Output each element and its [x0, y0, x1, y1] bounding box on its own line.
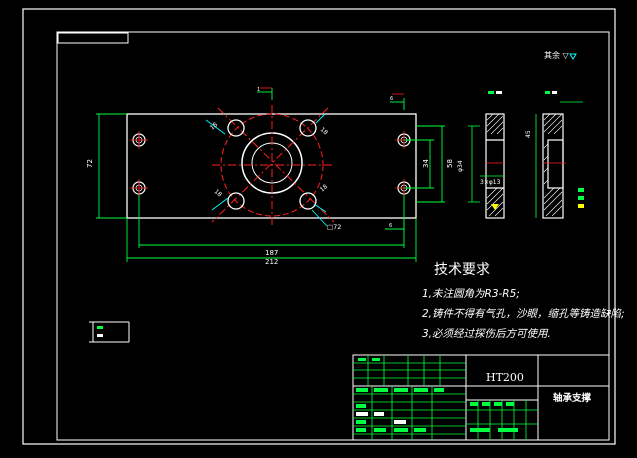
- title-block-labels: [356, 358, 518, 432]
- svg-text:18: 18: [213, 188, 223, 198]
- dimension-lines: [96, 88, 445, 262]
- bolt-hole-tr: [299, 119, 317, 137]
- requirement-3: 3,必须经过探伤后方可使用.: [422, 328, 551, 340]
- section-a-roughness: [491, 204, 499, 210]
- requirement-1: 1,未注圆角为R3-R5;: [422, 288, 520, 300]
- center-line-diag2: [211, 107, 329, 223]
- dim-hole-spacing: 187: [265, 249, 278, 257]
- svg-text:6: 6: [390, 96, 393, 102]
- svg-text:6: 6: [389, 223, 392, 229]
- material-label: HT200: [486, 371, 524, 384]
- requirements-title: 技术要求: [434, 262, 490, 278]
- svg-text:18: 18: [209, 121, 219, 131]
- svg-text:18: 18: [319, 183, 329, 193]
- dim-section-width: φ34: [457, 160, 464, 172]
- svg-text:18: 18: [319, 126, 329, 136]
- dim-inner-height: 58: [446, 159, 454, 168]
- bolt-hole-tl: [227, 119, 245, 137]
- plate-view: 18 18 18 18: [126, 105, 417, 227]
- dim-center-spacing: 34: [422, 159, 430, 168]
- dim-height: 72: [86, 159, 94, 168]
- dim-hole-callout: □72: [327, 223, 341, 231]
- bolt-hole-bl: [227, 192, 245, 210]
- roughness-symbol: [569, 53, 577, 60]
- left-marker: [89, 321, 130, 343]
- outer-frame: [22, 8, 616, 445]
- svg-text:1: 1: [257, 87, 260, 93]
- center-line-diag1: [217, 107, 335, 223]
- bolt-hole-br: [299, 192, 317, 210]
- section-view-b: [535, 113, 566, 219]
- roughness-note: 其余 ▽: [544, 51, 569, 60]
- inner-frame: [56, 31, 610, 441]
- hatch-b: [543, 113, 563, 217]
- corner-label-box: [57, 32, 129, 44]
- dim-section-angle: 45: [525, 130, 532, 138]
- requirement-2: 2,铸件不得有气孔，沙眼，缩孔等铸造缺陷;: [422, 308, 625, 320]
- dim-section-small: 3×φ13: [480, 179, 501, 186]
- hatch-a: [486, 113, 504, 217]
- part-name: 轴承支撑: [553, 393, 592, 404]
- bolt-circle: [220, 113, 324, 217]
- dim-overall-length: 212: [265, 258, 278, 266]
- section-view-a: [468, 113, 505, 219]
